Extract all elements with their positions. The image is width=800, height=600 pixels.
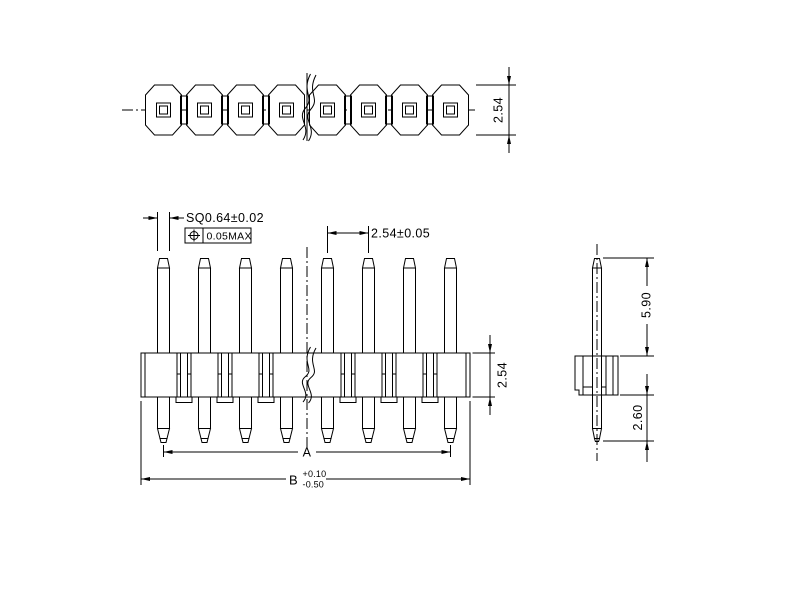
pin	[361, 258, 376, 443]
fcf-tolerance-label: 0.05MAX	[207, 231, 252, 243]
dim-pin-length-bottom-label: 2.60	[631, 405, 645, 431]
dim-pitch-label: 2.54±0.05	[371, 227, 430, 241]
pin	[443, 258, 458, 443]
dim-b-label-group: B +0.10 -0.50	[289, 469, 326, 490]
dim-b-label: B	[289, 473, 298, 488]
front-view: SQ0.64±0.02 0.05MAX 2.54±0.05 2.54 A B +…	[140, 211, 510, 490]
dim-pin-length-top-label: 5.90	[640, 292, 654, 318]
side-view: 5.90 2.60	[574, 244, 654, 462]
dim-body-height-label: 2.54	[496, 362, 510, 388]
feature-control-frame: 0.05MAX	[184, 227, 252, 244]
dim-pin-square-label: SQ0.64±0.02	[186, 211, 264, 225]
pin	[238, 258, 253, 443]
tape-pad-segment	[186, 84, 223, 136]
tape-pad-segment	[391, 84, 428, 136]
pin	[156, 258, 171, 443]
tape-pad-segment	[227, 84, 264, 136]
position-symbol-icon	[188, 229, 200, 242]
dim-b-tol-minus: -0.50	[303, 480, 325, 490]
top-view: 2.54	[122, 67, 516, 153]
tape-pad-segment	[432, 84, 469, 136]
tape-pad-segment	[350, 84, 387, 136]
tape-pad-segment	[268, 84, 305, 136]
dim-row-width-label: 2.54	[492, 97, 506, 123]
pin	[279, 258, 294, 443]
pin	[197, 258, 212, 443]
dim-a-label: A	[303, 446, 312, 460]
pin	[320, 258, 335, 443]
tape-pad-segment	[145, 84, 182, 136]
dim-b-tol-plus: +0.10	[303, 469, 327, 479]
pin	[402, 258, 417, 443]
tape-pad-segment	[309, 84, 346, 136]
